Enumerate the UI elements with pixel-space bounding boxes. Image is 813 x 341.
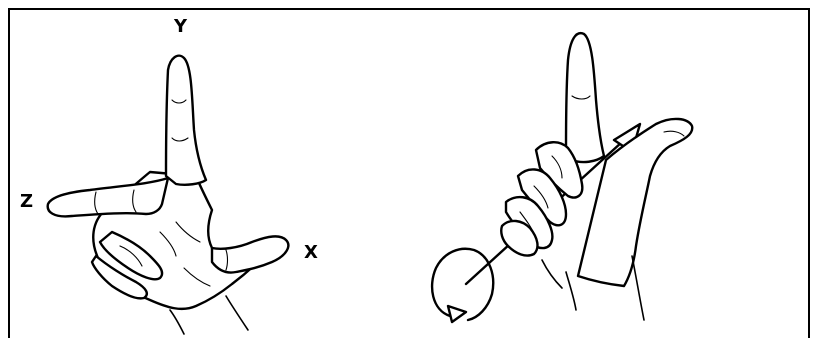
rotation-rule-hand-icon — [432, 33, 692, 322]
rotation-arrowhead-icon — [448, 306, 466, 322]
left-index-finger — [166, 56, 206, 185]
coordinate-axes-hand-icon — [48, 56, 289, 334]
right-index-finger — [566, 33, 604, 162]
left-middle-finger — [48, 178, 168, 216]
rotation-circle — [432, 249, 493, 320]
left-thumb — [212, 236, 288, 272]
